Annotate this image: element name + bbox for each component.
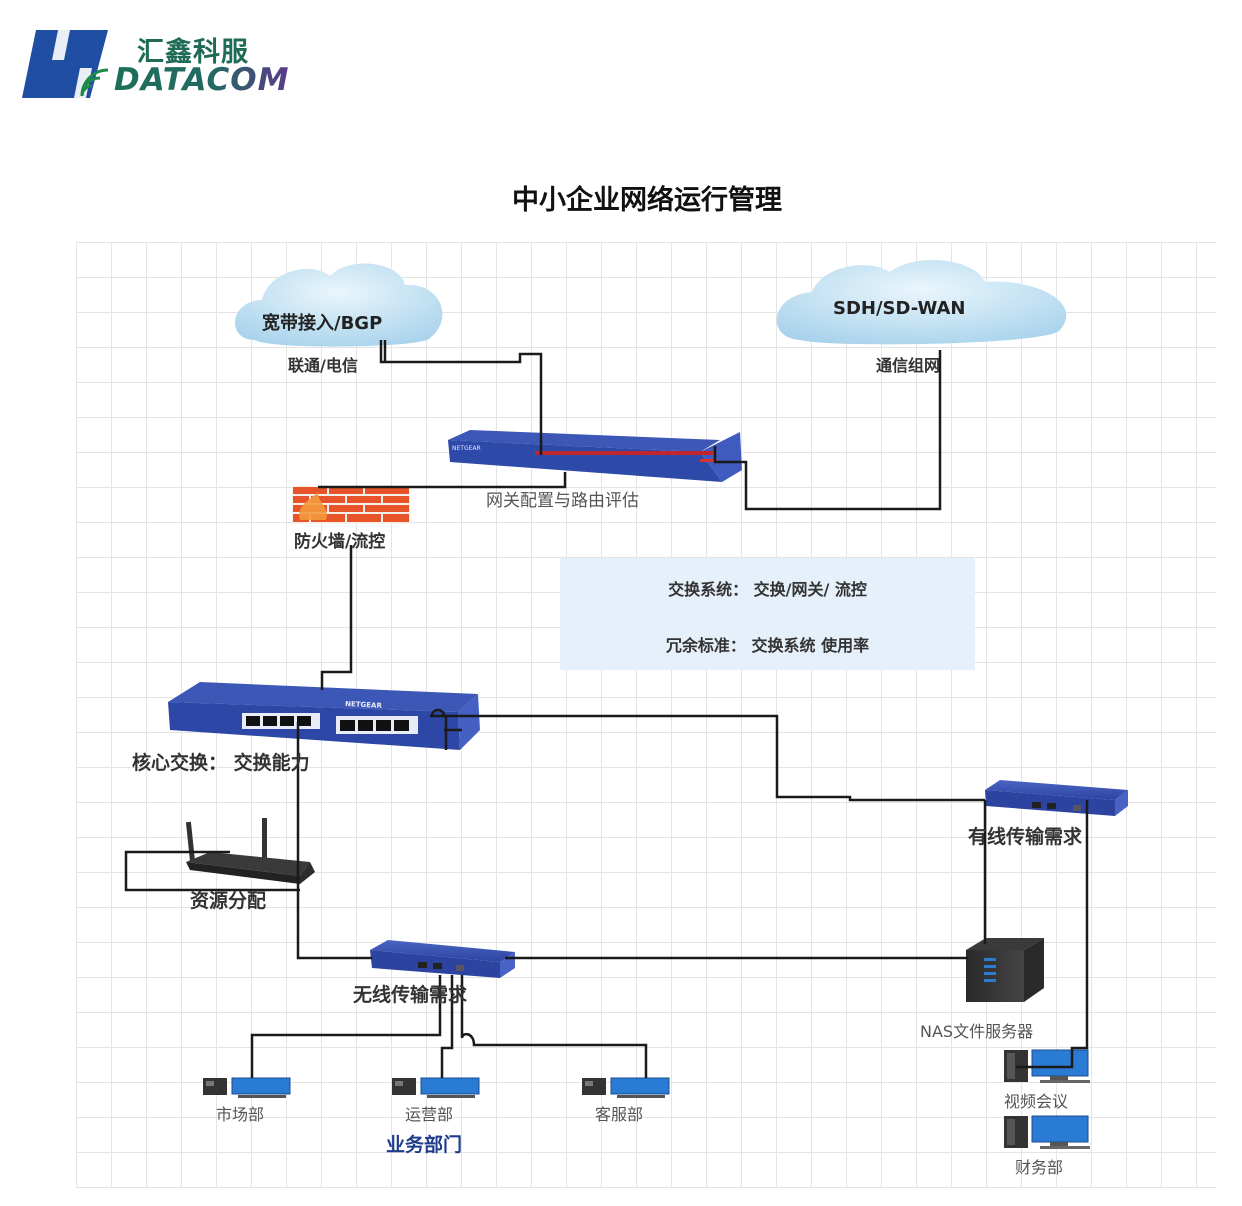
info-box: 交换系统： 交换/网关/ 流控 冗余标准： 交换系统 使用率 bbox=[560, 558, 975, 670]
cloud-wan-sublabel: 通信组网 bbox=[876, 356, 941, 375]
logo-h-icon bbox=[22, 30, 109, 98]
diagram-title: 中小企业网络运行管理 bbox=[512, 185, 782, 216]
logo-chinese-name: 汇鑫科服 bbox=[137, 37, 249, 68]
finance-label: 财务部 bbox=[1015, 1158, 1064, 1177]
svg-text:NETGEAR: NETGEAR bbox=[452, 445, 481, 452]
cloud-broadband-sublabel: 联通/电信 bbox=[288, 356, 358, 375]
cloud-broadband-label: 宽带接入/BGP bbox=[262, 313, 383, 334]
pc-operations-icon bbox=[392, 1077, 480, 1098]
svg-text:NETGEAR: NETGEAR bbox=[345, 700, 383, 710]
logo-english-name: DATACOM bbox=[114, 62, 290, 98]
cloud-wan-label: SDH/SD-WAN bbox=[833, 298, 966, 319]
wired-switch-label: 有线传输需求 bbox=[968, 826, 1083, 848]
firewall-label: 防火墙/流控 bbox=[294, 532, 386, 552]
department-customer-service-label: 客服部 bbox=[595, 1105, 644, 1124]
nas-server-icon bbox=[966, 938, 1044, 1002]
wired-switch-icon bbox=[985, 780, 1128, 816]
wireless-switch-icon bbox=[370, 940, 515, 978]
wireless-router-icon bbox=[185, 818, 315, 884]
video-conference-label: 视频会议 bbox=[1004, 1092, 1069, 1111]
wireless-router-label: 资源分配 bbox=[190, 890, 267, 912]
firewall-icon bbox=[292, 486, 410, 524]
core-switch-label: 核心交换： 交换能力 bbox=[132, 752, 310, 774]
cloud-wan-icon bbox=[776, 259, 1067, 345]
info-line-switching-system: 交换系统： 交换/网关/ 流控 bbox=[668, 580, 867, 599]
core-switch-icon: NETGEAR bbox=[168, 682, 480, 750]
company-logo: 汇鑫科服 DATACOM bbox=[22, 28, 302, 100]
pc-finance-icon bbox=[1004, 1115, 1090, 1149]
department-market-label: 市场部 bbox=[216, 1105, 265, 1124]
pc-market-icon bbox=[203, 1077, 291, 1098]
wireless-switch-label: 无线传输需求 bbox=[353, 984, 468, 1006]
pc-video-conference-icon bbox=[1004, 1049, 1090, 1083]
department-operations-label: 运营部 bbox=[405, 1105, 454, 1124]
nas-label: NAS文件服务器 bbox=[920, 1022, 1034, 1041]
pc-customer-service-icon bbox=[582, 1077, 670, 1098]
gateway-label: 网关配置与路由评估 bbox=[486, 491, 639, 511]
cloud-broadband-icon bbox=[235, 263, 443, 347]
gateway-router-icon: NETGEAR bbox=[448, 430, 742, 482]
department-group-label: 业务部门 bbox=[386, 1134, 463, 1156]
info-line-redundancy-standard: 冗余标准： 交换系统 使用率 bbox=[665, 636, 870, 655]
